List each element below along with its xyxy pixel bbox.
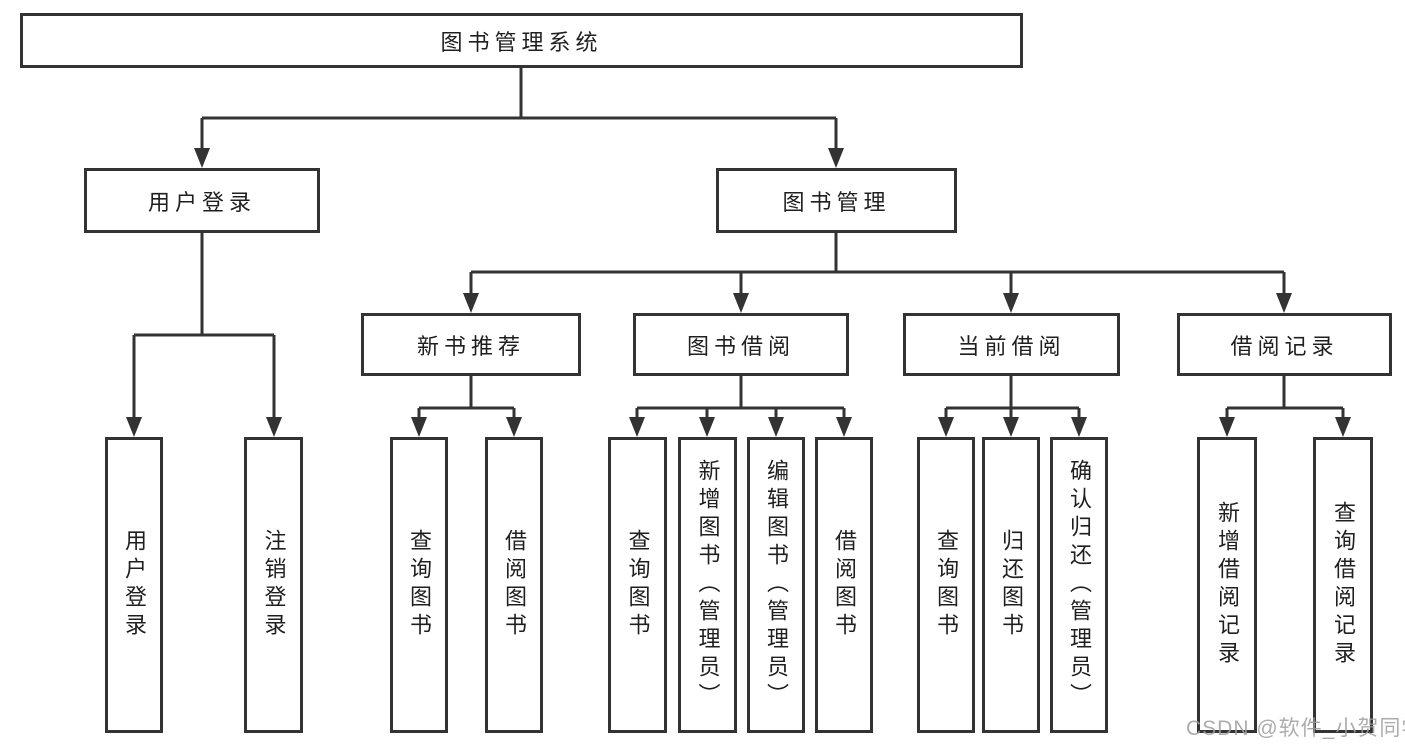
leaf-logout: 注销登录 (244, 437, 303, 733)
leaf-edit-book-admin: 编辑图书（管理员） (747, 437, 805, 733)
leaf-borrow-books-recommend: 借阅图书 (485, 437, 543, 733)
connector-book-management-to-level2 (463, 233, 1292, 313)
arrowhead (629, 417, 645, 437)
arrowhead (733, 293, 749, 313)
arrowhead (836, 417, 852, 437)
leaf-return-book: 归还图书 (982, 437, 1040, 733)
leaf-user-login: 用户登录 (105, 437, 163, 733)
node-label: 图书借阅 (686, 333, 795, 359)
arrowhead (194, 148, 210, 168)
node-label: 新书推荐 (416, 333, 525, 359)
leaf-add-book-admin: 新增图书（管理员） (678, 437, 737, 733)
leaf-query-books-current: 查询图书 (917, 437, 975, 733)
arrowhead (1003, 293, 1019, 313)
arrowhead (411, 417, 427, 437)
connector-new-book-recommendation-to-leaves (411, 376, 522, 437)
leaf-query-borrow-record: 查询借阅记录 (1313, 437, 1373, 733)
leaf-borrow-books-borrowing: 借阅图书 (815, 437, 873, 733)
leaf-query-books-borrowing: 查询图书 (608, 437, 667, 733)
node-label: 图书管理 (782, 189, 891, 215)
arrowhead (1071, 417, 1087, 437)
csdn-watermark: CSDN @软件_小贺同学 (1186, 717, 1405, 740)
node-label: 借阅图书 (502, 529, 527, 641)
arrowhead (126, 417, 142, 437)
node-label: 借阅图书 (832, 529, 857, 641)
arrowhead (1003, 417, 1019, 437)
node-current-borrowing: 当前借阅 (903, 313, 1120, 376)
node-user-login: 用户登录 (84, 168, 320, 233)
connector-borrowing-records-to-leaves (1219, 376, 1351, 437)
arrowhead (828, 148, 844, 168)
node-label: 用户登录 (122, 529, 147, 641)
node-label: 查询借阅记录 (1331, 501, 1356, 669)
connector-root-to-level1 (194, 68, 844, 168)
node-label: 当前借阅 (957, 333, 1066, 359)
node-label: 归还图书 (999, 529, 1024, 641)
arrowhead (463, 293, 479, 313)
node-label: 查询图书 (407, 529, 432, 641)
node-new-book-recommendation: 新书推荐 (361, 313, 581, 376)
leaf-add-borrow-record: 新增借阅记录 (1197, 437, 1257, 733)
node-label: 用户登录 (147, 189, 256, 215)
node-label: 新增图书（管理员） (695, 459, 721, 711)
leaf-query-books-recommend: 查询图书 (390, 437, 448, 733)
arrowhead (699, 417, 715, 437)
node-label: 查询图书 (625, 529, 651, 641)
node-label: 新增借阅记录 (1215, 501, 1240, 669)
node-label: 借阅记录 (1230, 333, 1339, 359)
connector-user-login-to-leaves (126, 233, 282, 437)
node-label: 查询图书 (934, 529, 959, 641)
arrowhead (266, 417, 282, 437)
leaf-confirm-return-admin: 确认归还（管理员） (1050, 437, 1108, 733)
arrowhead (938, 417, 954, 437)
arrowhead (1335, 417, 1351, 437)
node-borrowing-records: 借阅记录 (1177, 313, 1392, 376)
node-label: 确认归还（管理员） (1067, 459, 1092, 711)
arrowhead (1219, 417, 1235, 437)
arrowhead (768, 417, 784, 437)
node-label: 图书管理系统 (440, 29, 603, 55)
connector-current-borrowing-to-leaves (938, 376, 1087, 437)
node-book-management: 图书管理 (716, 168, 957, 233)
node-library-management-system: 图书管理系统 (20, 13, 1023, 68)
node-book-borrowing: 图书借阅 (633, 313, 849, 376)
arrowhead (506, 417, 522, 437)
node-label: 编辑图书（管理员） (764, 459, 789, 711)
arrowhead (1276, 293, 1292, 313)
node-label: 注销登录 (261, 529, 287, 641)
connector-book-borrowing-to-leaves (629, 376, 852, 437)
